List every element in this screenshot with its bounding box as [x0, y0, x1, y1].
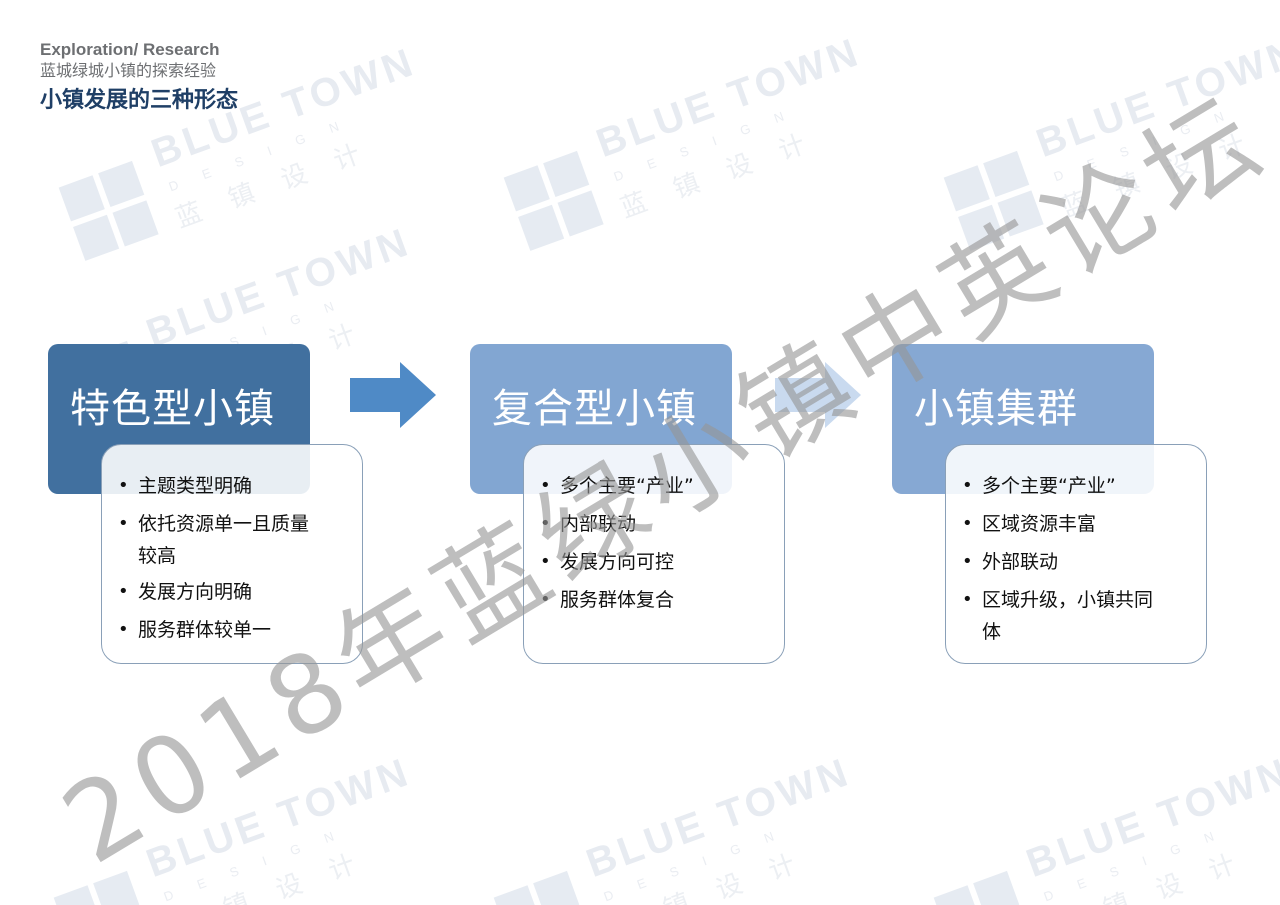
- stage-2-title: 复合型小镇: [492, 386, 697, 432]
- list-item: 多个主要“产业”: [962, 467, 1206, 505]
- list-item: 外部联动: [962, 543, 1206, 581]
- stage-3-title: 小镇集群: [914, 386, 1078, 432]
- section-subtitle: 蓝城绿城小镇的探索经验: [40, 61, 217, 80]
- list-item: 发展方向可控: [540, 543, 784, 581]
- stage-2-content-box: 多个主要“产业” 内部联动 发展方向可控 服务群体复合: [523, 444, 785, 664]
- list-item: 发展方向明确: [118, 573, 362, 611]
- list-item: 主题类型明确: [118, 467, 362, 505]
- list-item: 服务群体较单一: [118, 611, 362, 649]
- section-eyebrow: Exploration/ Research: [40, 40, 220, 59]
- arrow-right-icon: [350, 362, 436, 428]
- page-title: 小镇发展的三种形态: [40, 88, 239, 113]
- list-item: 多个主要“产业”: [540, 467, 784, 505]
- page-header: Exploration/ Research 蓝城绿城小镇的探索经验 小镇发展的三…: [40, 40, 238, 118]
- list-item: 区域资源丰富: [962, 505, 1206, 543]
- list-item: 内部联动: [540, 505, 784, 543]
- list-item: 服务群体复合: [540, 581, 784, 619]
- arrow-right-icon: [775, 362, 861, 428]
- stage-1-title: 特色型小镇: [70, 386, 275, 432]
- stage-2-list: 多个主要“产业” 内部联动 发展方向可控 服务群体复合: [540, 467, 784, 619]
